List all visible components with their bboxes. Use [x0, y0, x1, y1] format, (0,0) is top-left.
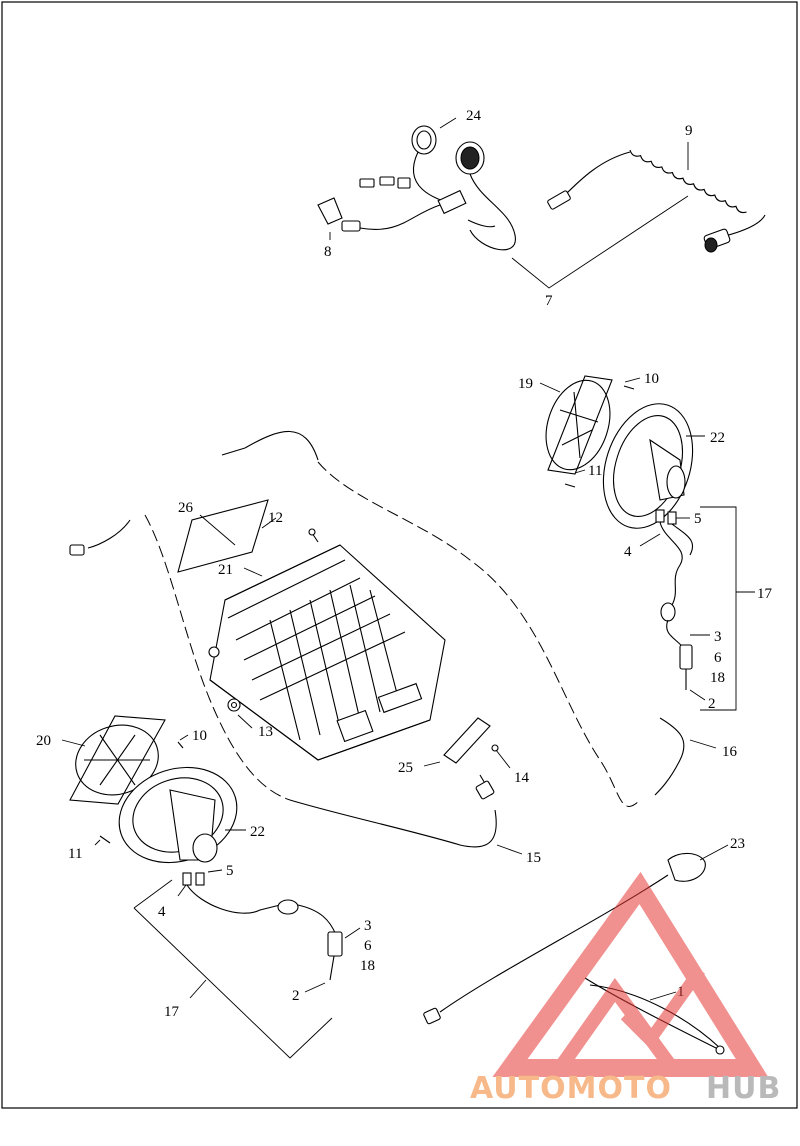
- headset-assembly: [317, 125, 766, 253]
- callout-3-left: 3: [364, 918, 372, 934]
- callout-15: 15: [526, 850, 541, 866]
- callout-11-left: 11: [68, 846, 82, 862]
- callout-22-right: 22: [710, 430, 725, 446]
- right-speaker-group: [545, 375, 694, 690]
- callout-23: 23: [730, 836, 745, 852]
- callout-21: 21: [218, 562, 233, 578]
- watermark-logo: [492, 871, 769, 1077]
- callout-10-left: 10: [192, 728, 207, 744]
- diagram-frame: [1, 1, 798, 1109]
- callout-3-right: 3: [714, 629, 722, 645]
- callout-2-right: 2: [708, 696, 716, 712]
- callout-18-left: 18: [360, 958, 375, 974]
- callout-6-left: 6: [364, 938, 372, 954]
- callout-11-right: 11: [588, 463, 602, 479]
- bracket-lines: [133, 506, 755, 1059]
- callout-20: 20: [36, 733, 51, 749]
- callout-5-right: 5: [694, 511, 702, 527]
- callout-12: 12: [268, 510, 283, 526]
- callout-16: 16: [722, 744, 738, 760]
- callouts: 24 9 8 7 19 10 22 11 5 4 17 3 6 18 2 26 …: [36, 108, 773, 1020]
- callout-10-right: 10: [644, 371, 659, 387]
- callout-9: 9: [685, 123, 693, 139]
- callout-22-left: 22: [250, 824, 265, 840]
- leader-lines: [61, 117, 729, 1001]
- callout-4-left: 4: [158, 904, 166, 920]
- callout-24: 24: [466, 108, 482, 124]
- callout-4-right: 4: [624, 544, 632, 560]
- callout-13: 13: [258, 724, 273, 740]
- callout-14: 14: [514, 770, 530, 786]
- left-speaker-group: [69, 715, 343, 981]
- watermark-text-automoto: AUTOMOTO: [470, 1071, 672, 1106]
- callout-2-left: 2: [292, 988, 300, 1004]
- callout-7: 7: [545, 293, 553, 309]
- callout-5-left: 5: [226, 863, 234, 879]
- callout-17-left: 17: [164, 1004, 180, 1020]
- callout-17-right: 17: [757, 586, 773, 602]
- callout-26: 26: [178, 500, 194, 516]
- watermark-text-hub: HUB: [706, 1071, 781, 1106]
- callout-6-right: 6: [714, 650, 722, 666]
- callout-25: 25: [398, 760, 413, 776]
- callout-18-right: 18: [710, 670, 725, 686]
- callout-19: 19: [518, 376, 533, 392]
- callout-8: 8: [324, 244, 332, 260]
- cables-group: [69, 430, 725, 1055]
- amplifier-group: [177, 499, 499, 800]
